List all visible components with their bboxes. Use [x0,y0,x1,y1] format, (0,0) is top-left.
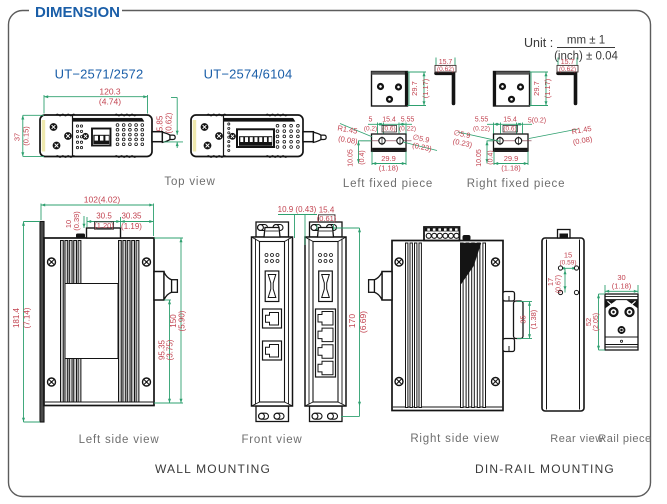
svg-text:Front view: Front view [241,434,302,446]
svg-text:(0.6): (0.6) [503,126,516,133]
svg-text:(1.19): (1.19) [121,222,142,231]
svg-text:181.4: 181.4 [12,307,21,328]
svg-text:29.9: 29.9 [504,154,519,163]
svg-text:15.4: 15.4 [319,206,335,215]
svg-text:95.35: 95.35 [158,339,167,360]
svg-text:(2.05): (2.05) [593,313,600,331]
svg-text:5.85: 5.85 [156,115,165,131]
svg-text:R1.45: R1.45 [571,124,592,136]
svg-text:(0.22): (0.22) [473,125,490,132]
svg-text:15: 15 [564,251,572,260]
svg-text:∅5.9: ∅5.9 [412,132,430,144]
svg-text:102(4.02): 102(4.02) [84,195,121,205]
svg-text:35: 35 [519,315,528,323]
svg-text:Unit :: Unit : [524,36,553,50]
svg-text:(0.23): (0.23) [452,137,474,150]
svg-text:WALL MOUNTING: WALL MOUNTING [155,462,271,476]
svg-text:15.4: 15.4 [382,117,396,124]
svg-text:(0.22): (0.22) [399,125,416,132]
svg-text:10.05: 10.05 [348,149,355,167]
svg-text:DIN-RAIL MOUNTING: DIN-RAIL MOUNTING [475,462,615,476]
svg-text:10.05: 10.05 [476,149,483,167]
svg-text:Right fixed piece: Right fixed piece [467,178,566,190]
svg-text:5.55: 5.55 [401,117,415,124]
svg-text:(0.59): (0.59) [560,260,577,267]
svg-text:mm ± 1: mm ± 1 [567,35,605,47]
svg-text:30: 30 [617,273,625,282]
svg-text:10: 10 [64,220,73,228]
svg-text:(1.18): (1.18) [501,164,521,173]
svg-text:15.4: 15.4 [503,117,517,124]
svg-text:(0.23): (0.23) [412,141,434,154]
svg-text:R1.45: R1.45 [337,123,358,135]
svg-text:(0.4): (0.4) [359,150,366,164]
svg-text:15.7: 15.7 [439,59,453,66]
svg-text:(0.15): (0.15) [22,126,31,146]
svg-text:Rear view: Rear view [550,433,603,445]
svg-text:(6.69): (6.69) [358,311,368,333]
svg-text:5.55: 5.55 [475,117,489,124]
svg-text:(0.08): (0.08) [338,134,359,146]
svg-text:(0.2): (0.2) [364,125,377,132]
svg-text:29.7: 29.7 [532,81,541,96]
svg-text:30.5: 30.5 [96,212,112,221]
svg-text:(0.67): (0.67) [556,275,563,293]
svg-text:5(0.2): 5(0.2) [528,118,546,125]
svg-text:(1.38): (1.38) [529,309,538,329]
svg-text:(1.17): (1.17) [421,78,430,98]
svg-text:Right side view: Right side view [410,433,499,445]
svg-text:37: 37 [13,133,22,141]
svg-text:Top view: Top view [164,176,215,188]
svg-text:(0.08): (0.08) [572,134,593,146]
svg-text:(5.90): (5.90) [178,310,187,331]
svg-text:(0.62): (0.62) [559,66,576,73]
svg-text:5: 5 [369,117,373,124]
svg-text:17: 17 [546,278,555,286]
svg-text:(0.61): (0.61) [317,214,337,223]
svg-text:DIMENSION: DIMENSION [35,4,120,21]
svg-text:(0.62): (0.62) [164,112,173,133]
svg-text:(1.18): (1.18) [612,282,632,291]
svg-text:52: 52 [584,318,593,326]
svg-text:120.3: 120.3 [99,87,121,97]
svg-text:15.7: 15.7 [561,59,575,66]
svg-text:(1.17): (1.17) [543,78,552,98]
svg-text:Left fixed piece: Left fixed piece [343,178,433,190]
svg-text:170: 170 [347,314,357,328]
svg-text:10.9 (0.43): 10.9 (0.43) [278,205,317,214]
svg-text:(3.75): (3.75) [166,339,175,360]
svg-text:150: 150 [169,314,178,328]
svg-text:(0.62): (0.62) [437,66,454,73]
svg-text:(7.14): (7.14) [23,307,32,328]
svg-text:UT−2571/2572: UT−2571/2572 [55,67,144,82]
svg-text:Left side view: Left side view [79,434,160,446]
svg-text:(0.39): (0.39) [72,211,81,231]
svg-text:(inch) ± 0.04: (inch) ± 0.04 [554,51,618,63]
svg-text:(1.20): (1.20) [94,221,114,230]
svg-text:(0.6): (0.6) [382,126,395,133]
svg-text:29.9: 29.9 [381,154,396,163]
svg-text:Rail piece: Rail piece [598,433,651,445]
svg-text:(0.4): (0.4) [488,150,495,164]
svg-text:(1.18): (1.18) [379,164,399,173]
svg-text:30.35: 30.35 [121,212,142,221]
svg-text:∅5.9: ∅5.9 [453,128,471,140]
svg-text:29.7: 29.7 [410,81,419,96]
svg-text:(4.74): (4.74) [99,97,121,107]
svg-text:UT−2574/6104: UT−2574/6104 [204,67,293,82]
